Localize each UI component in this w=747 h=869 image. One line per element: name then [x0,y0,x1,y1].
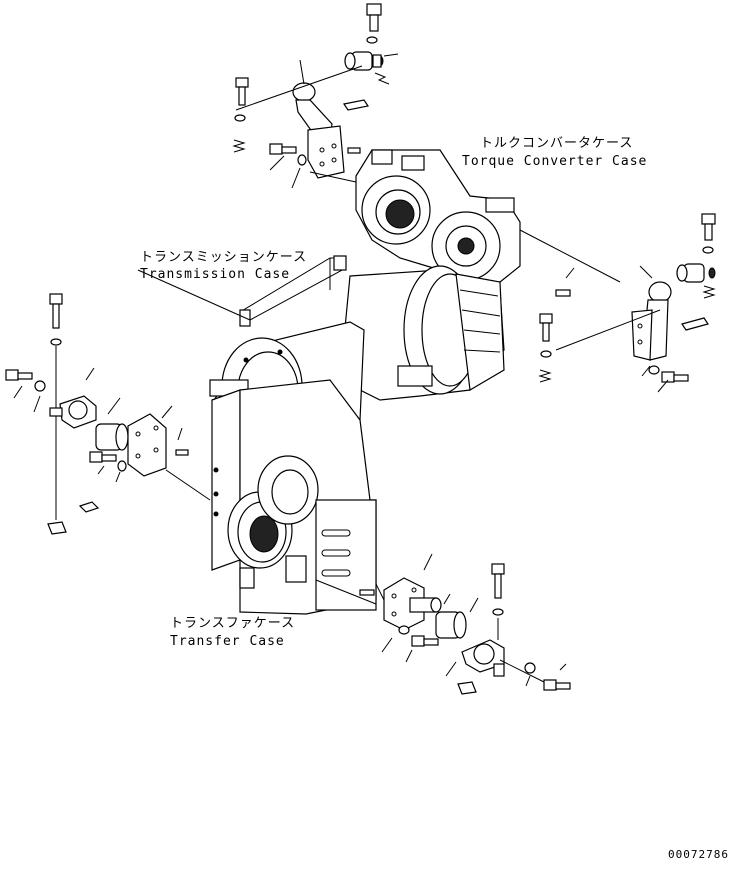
washer-icon [398,625,410,635]
bolt-icon [701,213,716,241]
washer-icon [34,380,46,392]
washer-icon [524,662,536,674]
spring-washer-icon [702,285,716,299]
drawing-number: 00072786 [668,848,729,861]
washer-icon [648,365,660,375]
bolt-icon [539,313,553,342]
leader-line [137,269,251,321]
spring-washer-icon [232,139,246,153]
pin-icon [347,147,361,154]
torque-converter-label-jp: トルクコンバータケース [480,136,634,151]
torque-converter-case [309,149,621,283]
bolt-icon [661,371,689,383]
washer-icon [234,114,246,122]
bolt-icon [543,679,571,691]
left-mount-group [5,293,211,535]
spring-washer-icon [538,369,552,383]
top-mount-group [232,3,399,189]
bolt-icon [269,143,297,155]
bolt-icon [491,563,505,599]
right-mount-group [538,213,716,393]
washer-icon [540,350,552,358]
bushing-icon [676,263,716,283]
washer-icon [492,608,504,616]
washer-icon [366,36,378,44]
bushing-icon [435,611,467,639]
washer-icon [50,338,62,346]
washer-icon [117,460,127,472]
mount-bracket-icon [292,82,345,179]
pin-icon [555,289,571,297]
pin-icon [359,589,375,596]
nut-block-icon [78,501,100,513]
nut-block-icon [457,681,477,695]
shaft-icon [409,597,442,613]
mount-bracket-icon [461,639,505,677]
nut-block-icon [47,521,67,535]
bolt-icon [5,369,33,381]
bushing-icon [344,51,384,71]
bolt-icon [366,3,382,32]
transmission-label-en: Transmission Case [140,267,291,282]
transfer-label-jp: トランスファケース [170,616,296,631]
bolt-icon [235,77,249,106]
transmission-label-jp: トランスミッションケース [140,250,308,265]
torque-converter-label-en: Torque Converter Case [462,154,648,169]
transmission-case [209,255,505,615]
bolt-icon [49,293,63,329]
lower-mount-group [315,553,571,695]
transfer-label-en: Transfer Case [170,634,285,649]
clip-icon [343,99,369,111]
bushing-icon [95,423,129,451]
mount-bracket-icon [49,395,97,429]
washer-icon [297,154,307,166]
pin-icon [175,449,189,456]
spring-pin-icon [374,72,390,85]
bolt-icon [89,451,117,463]
washer-icon [702,246,714,254]
mount-bracket-icon [631,281,672,361]
bolt-icon [411,635,439,647]
clip-icon [681,317,709,331]
mount-plate-icon [127,413,167,477]
